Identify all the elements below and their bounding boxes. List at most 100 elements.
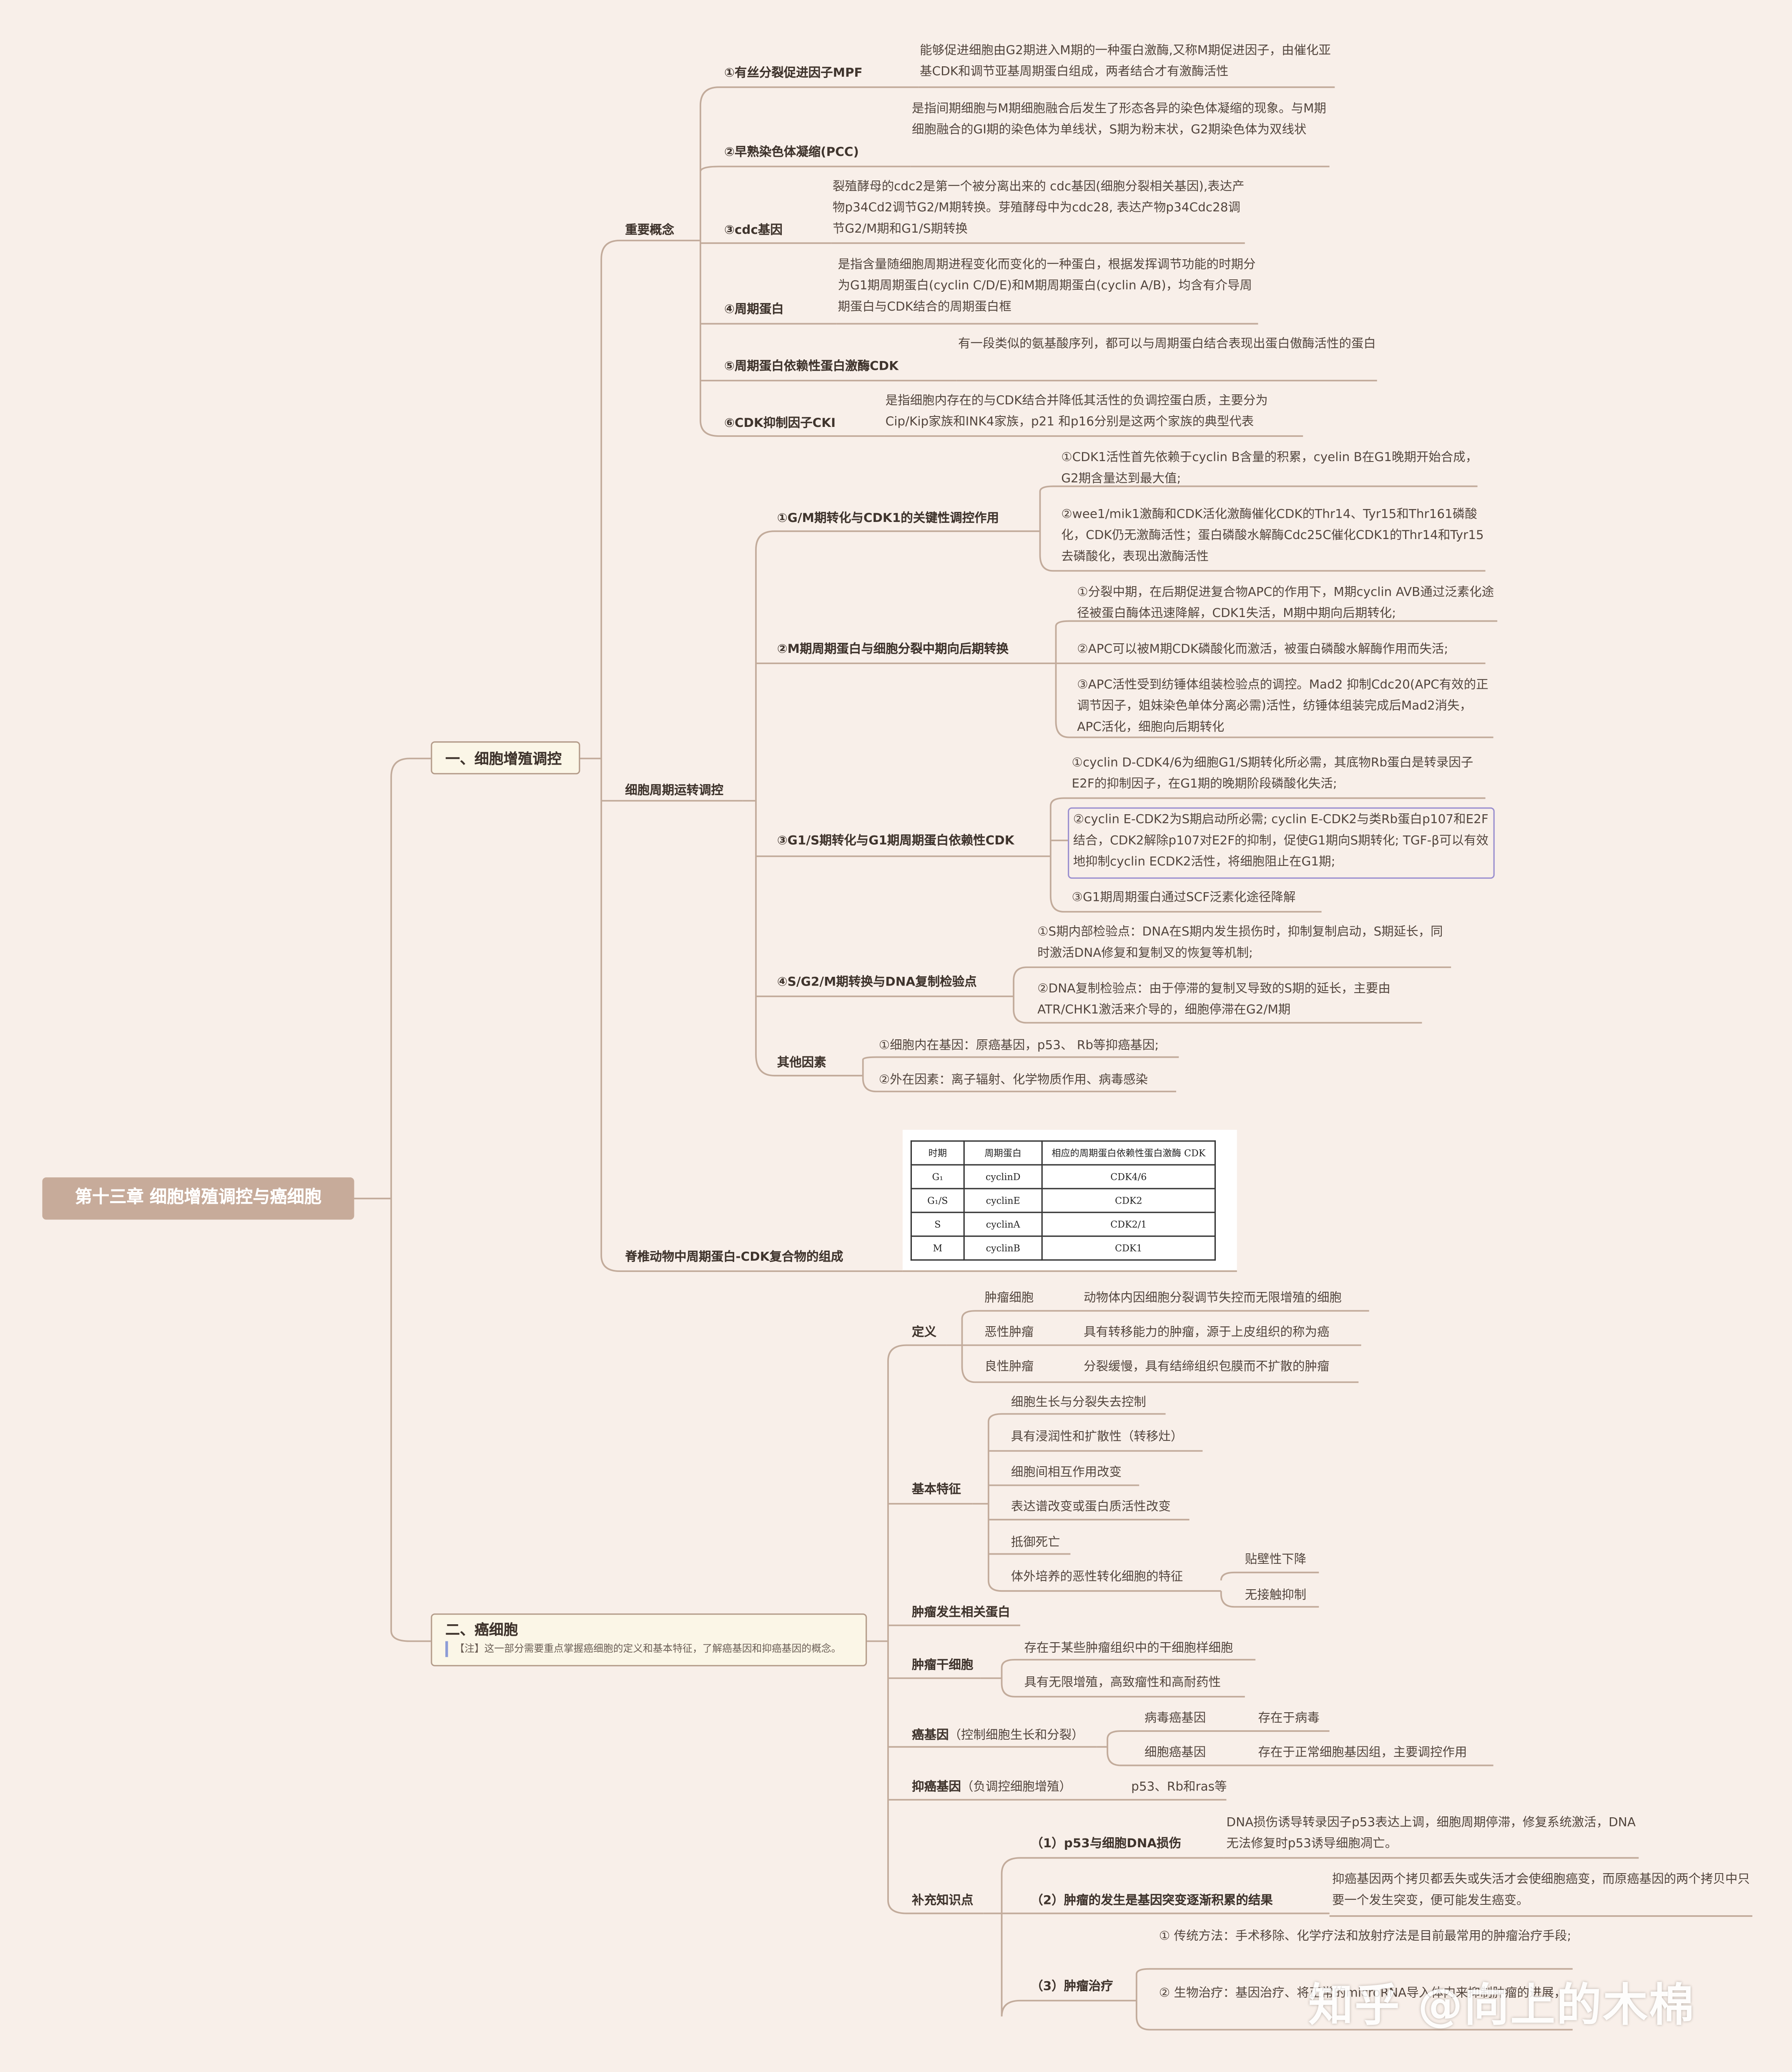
part2-note: 【注】这一部分需要重点掌握癌细胞的定义和基本特征，了解癌基因和抑癌基因的概念。	[445, 1641, 852, 1657]
culture-item: 贴壁性下降	[1245, 1553, 1307, 1568]
suppressor-desc: p53、Rb和ras等	[1131, 1780, 1227, 1795]
cycle-group-label[interactable]: ④S/G2/M期转换与DNA复制检验点	[777, 975, 977, 990]
features-label[interactable]: 基本特征	[912, 1483, 961, 1498]
table-cell: S	[910, 1212, 965, 1237]
table-cell: CDK4/6	[1041, 1164, 1216, 1189]
table-cell: CDK1	[1041, 1235, 1216, 1261]
concept-desc: 有一段类似的氨基酸序列，都可以与周期蛋白结合表现出蛋白傲酶活性的蛋白	[958, 337, 1376, 352]
feature-item: 细胞生长与分裂失去控制	[1011, 1395, 1146, 1410]
cycle-point: ②cyclin E-CDK2为S期启动所必需; cyclin E-CDK2与类R…	[1073, 813, 1488, 870]
cyclin-cdk-table-image: 时期 周期蛋白 相应的周期蛋白依赖性蛋白激酶 CDK G₁ cyclinD CD…	[902, 1130, 1237, 1270]
table-header-cell: 相应的周期蛋白依赖性蛋白激酶 CDK	[1041, 1140, 1216, 1166]
extra-item-label[interactable]: （3）肿瘤治疗	[1031, 1979, 1113, 1994]
cycle-point: ②DNA复制检验点：由于停滞的复制叉导致的S期的延长，主要由ATR/CHK1激活…	[1037, 982, 1390, 1018]
cycle-group-label[interactable]: 其他因素	[777, 1056, 826, 1071]
table-cell: cyclinB	[963, 1235, 1043, 1261]
extra-label[interactable]: 补充知识点	[912, 1894, 974, 1908]
extra-item-label[interactable]: （2）肿瘤的发生是基因突变逐渐积累的结果	[1031, 1894, 1273, 1908]
stem-item: 存在于某些肿瘤组织中的干细胞样细胞	[1024, 1641, 1233, 1656]
extra-item-desc: DNA损伤诱导转录因子p53表达上调，细胞周期停滞，修复系统激活，DNA无法修复…	[1226, 1816, 1636, 1851]
suppressor-paren: （负调控细胞增殖）	[961, 1780, 1072, 1795]
oncogene-term: 病毒癌基因	[1144, 1711, 1206, 1726]
concept-label[interactable]: ⑤周期蛋白依赖性蛋白激酶CDK	[724, 359, 899, 374]
part1-node[interactable]: 一、细胞增殖调控	[431, 741, 580, 775]
feature-item: 细胞间相互作用改变	[1011, 1465, 1122, 1480]
cycle-point: ①分裂中期，在后期促进复合物APC的作用下，M期cyclin AVB通过泛素化途…	[1077, 585, 1494, 621]
definition-label[interactable]: 定义	[912, 1325, 937, 1340]
table-section-label[interactable]: 脊椎动物中周期蛋白-CDK复合物的组成	[625, 1250, 843, 1265]
extra-item-point: ① 传统方法：手术移除、化学疗法和放射疗法是目前最常用的肿瘤治疗手段;	[1159, 1929, 1571, 1944]
root-node[interactable]: 第十三章 细胞增殖调控与癌细胞	[42, 1177, 354, 1220]
table-cell: G₁	[910, 1164, 965, 1189]
table-row: S cyclinA CDK2/1	[910, 1212, 1216, 1237]
stem-label[interactable]: 肿瘤干细胞	[912, 1658, 974, 1673]
cycle-point: ②外在因素：离子辐射、化学物质作用、病毒感染	[878, 1073, 1148, 1088]
oncogene-term: 细胞癌基因	[1144, 1746, 1206, 1760]
concept-label[interactable]: ④周期蛋白	[724, 302, 784, 317]
feature-item: 抵御死亡	[1011, 1535, 1060, 1550]
table-cell: CDK2/1	[1041, 1212, 1216, 1237]
cycle-point: ②wee1/mik1激酶和CDK活化激酶催化CDK的Thr14、Tyr15和Th…	[1061, 507, 1484, 564]
definition-desc: 分裂缓慢，具有结缔组织包膜而不扩散的肿瘤	[1084, 1360, 1330, 1375]
concept-label[interactable]: ①有丝分裂促进因子MPF	[724, 66, 863, 81]
cycle-point: ③G1期周期蛋白通过SCF泛素化途径降解	[1072, 891, 1296, 906]
watermark: 知乎 @向上的木棉	[1308, 1979, 1696, 2032]
cyclin-cdk-table: 时期 周期蛋白 相应的周期蛋白依赖性蛋白激酶 CDK G₁ cyclinD CD…	[910, 1140, 1216, 1261]
table-cell: G₁/S	[910, 1188, 965, 1213]
part2-node[interactable]: 二、癌细胞 【注】这一部分需要重点掌握癌细胞的定义和基本特征，了解癌基因和抑癌基…	[431, 1613, 867, 1666]
concept-desc: 是指细胞内存在的与CDK结合并降低其活性的负调控蛋白质，主要分为Cip/Kip家…	[885, 394, 1268, 430]
feature-item: 表达谱改变或蛋白质活性改变	[1011, 1500, 1171, 1515]
feature-item: 体外培养的恶性转化细胞的特征	[1011, 1570, 1183, 1585]
suppressor-label: 抑癌基因	[912, 1780, 961, 1795]
table-header-cell: 时期	[910, 1140, 965, 1166]
oncogene-paren: （控制细胞生长和分裂）	[949, 1728, 1084, 1743]
table-header-cell: 周期蛋白	[963, 1140, 1043, 1166]
cycle-point: ②APC可以被M期CDK磷酸化而激活，被蛋白磷酸水解酶作用而失活;	[1077, 642, 1448, 657]
table-cell: cyclinE	[963, 1188, 1043, 1213]
definition-term: 良性肿瘤	[984, 1360, 1034, 1375]
cycle-group-label[interactable]: ③G1/S期转化与G1期周期蛋白依赖性CDK	[777, 834, 1014, 848]
cycle-point: ①细胞内在基因：原癌基因，p53、 Rb等抑癌基因;	[878, 1039, 1159, 1054]
table-row: G₁/S cyclinE CDK2	[910, 1188, 1216, 1213]
table-cell: CDK2	[1041, 1188, 1216, 1213]
cycle-group-label[interactable]: ②M期周期蛋白与细胞分裂中期向后期转换	[777, 642, 1009, 657]
highlight-frame	[1068, 807, 1495, 879]
extra-item-label[interactable]: （1）p53与细胞DNA损伤	[1031, 1836, 1182, 1851]
cycle-point: ①S期内部检验点：DNA在S期内发生损伤时，抑制复制启动，S期延长，同时激活DN…	[1037, 925, 1443, 961]
concept-label[interactable]: ⑥CDK抑制因子CKI	[724, 416, 836, 431]
concept-desc: 是指含量随细胞周期进程变化而变化的一种蛋白，根据发挥调节功能的时期分为G1期周期…	[838, 258, 1256, 315]
oncogene-desc: 存在于正常细胞基因组，主要调控作用	[1258, 1746, 1467, 1760]
concept-label[interactable]: ③cdc基因	[724, 223, 783, 238]
concept-desc: 是指间期细胞与M期细胞融合后发生了形态各异的染色体凝缩的现象。与M期细胞融合的G…	[912, 102, 1326, 138]
definition-term: 恶性肿瘤	[984, 1325, 1034, 1340]
table-cell: cyclinA	[963, 1212, 1043, 1237]
extra-item-point: ② 生物治疗：基因治疗、将正常的microRNA导入体内来抑制肿瘤的进展，	[1159, 1986, 1566, 2001]
concepts-label[interactable]: 重要概念	[625, 223, 675, 238]
oncogene-node[interactable]: 癌基因（控制细胞生长和分裂）	[912, 1726, 1084, 1747]
concept-label[interactable]: ②早熟染色体凝缩(PCC)	[724, 145, 859, 160]
definition-term: 肿瘤细胞	[984, 1291, 1034, 1306]
definition-desc: 具有转移能力的肿瘤，源于上皮组织的称为癌	[1084, 1325, 1330, 1340]
table-row: M cyclinB CDK1	[910, 1235, 1216, 1261]
concept-desc: 能够促进细胞由G2期进入M期的一种蛋白激酶,又称M期促进因子，由催化亚基CDK和…	[920, 43, 1331, 80]
table-cell: M	[910, 1235, 965, 1261]
cycle-point: ①cyclin D-CDK4/6为细胞G1/S期转化所必需，其底物Rb蛋白是转录…	[1072, 756, 1473, 792]
table-cell: cyclinD	[963, 1164, 1043, 1189]
cycle-group-label[interactable]: ①G/M期转化与CDK1的关键性调控作用	[777, 511, 999, 526]
cycle-label[interactable]: 细胞周期运转调控	[625, 783, 724, 798]
table-header-row: 时期 周期蛋白 相应的周期蛋白依赖性蛋白激酶 CDK	[910, 1140, 1216, 1166]
cycle-point: ①CDK1活性首先依赖于cyclin B含量的积累，cyelin B在G1晚期开…	[1061, 450, 1478, 487]
part2-title: 二、癌细胞	[445, 1621, 518, 1639]
extra-item-desc: 抑癌基因两个拷贝都丢失或失活才会使细胞癌变，而原癌基因的两个拷贝中只要一个发生突…	[1332, 1872, 1750, 1908]
culture-item: 无接触抑制	[1245, 1588, 1307, 1603]
concept-desc: 裂殖酵母的cdc2是第一个被分离出来的 cdc基因(细胞分裂相关基因),表达产物…	[832, 180, 1245, 237]
stem-item: 具有无限增殖，高致瘤性和高耐药性	[1024, 1676, 1221, 1690]
tumor-protein-label[interactable]: 肿瘤发生相关蛋白	[912, 1605, 1010, 1620]
suppressor-node[interactable]: 抑癌基因（负调控细胞增殖）	[912, 1777, 1072, 1799]
table-row: G₁ cyclinD CDK4/6	[910, 1164, 1216, 1189]
feature-item: 具有浸润性和扩散性（转移灶）	[1011, 1430, 1183, 1445]
oncogene-label: 癌基因	[912, 1728, 949, 1743]
oncogene-desc: 存在于病毒	[1258, 1711, 1320, 1726]
